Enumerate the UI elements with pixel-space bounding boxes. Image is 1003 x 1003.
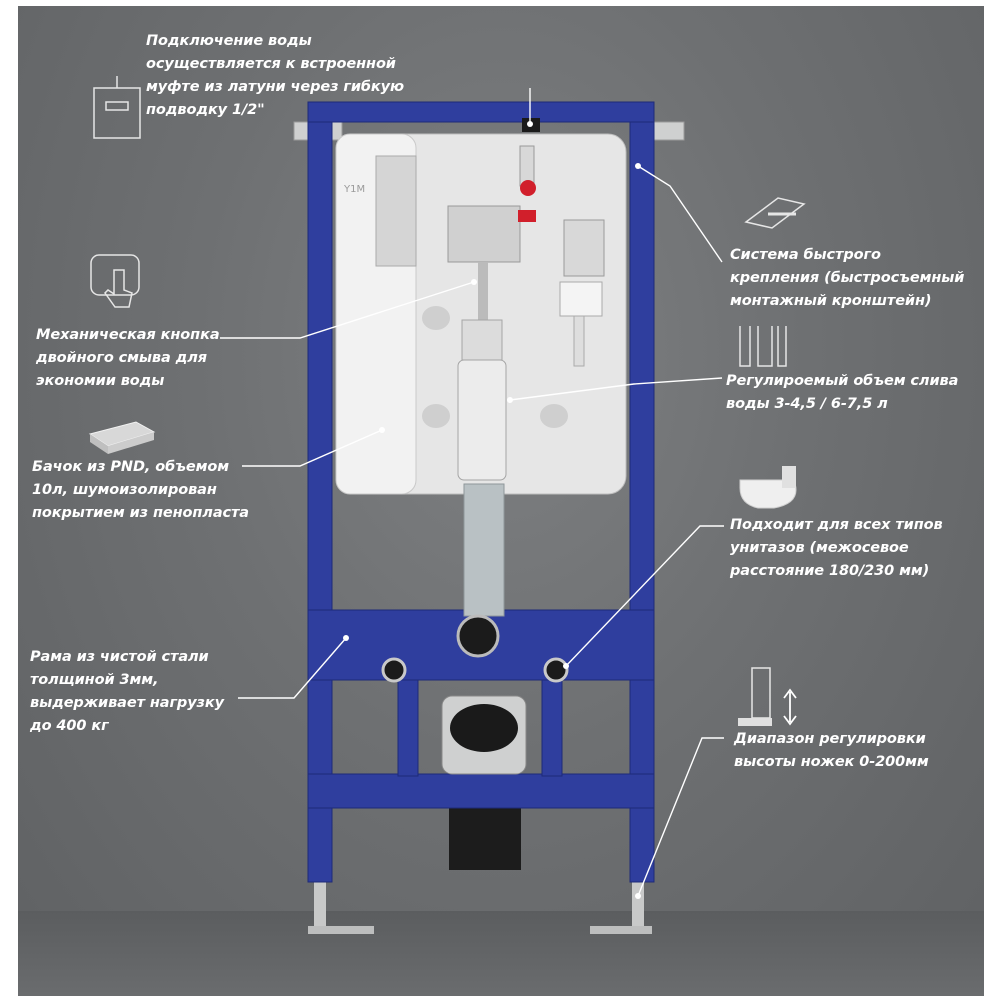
leader-flush-volume bbox=[509, 377, 723, 401]
callout-flush-volume: Регулироемый объем слива воды 3-4,5 / 6-… bbox=[726, 373, 959, 412]
flush-valve-top bbox=[461, 319, 503, 361]
left-leg-rod bbox=[314, 876, 326, 931]
height-adjust-icon bbox=[738, 667, 797, 726]
installation-frame-illustration: Y1M bbox=[293, 101, 685, 934]
red-valve bbox=[520, 180, 536, 196]
mounting-stud bbox=[381, 657, 407, 683]
left-foot-plate bbox=[308, 926, 374, 934]
callout-dual-flush: Механическая кнопка двойного смыва для э… bbox=[36, 327, 220, 389]
wall-hung-toilet-icon bbox=[739, 466, 797, 509]
leader-quick-mount bbox=[637, 165, 723, 263]
touch-button-icon bbox=[90, 254, 140, 308]
callout-legs: Диапазон регулировки высоты ножек 0-200м… bbox=[734, 731, 929, 770]
flush-rod bbox=[478, 262, 488, 322]
tank-hole bbox=[422, 306, 450, 330]
tank-hole bbox=[540, 404, 568, 428]
mounting-stud bbox=[543, 657, 569, 683]
leader-frame bbox=[238, 637, 347, 699]
right-foot-plate bbox=[590, 926, 652, 934]
flush-pipe bbox=[463, 483, 505, 617]
callout-quick-mount: Система быстрого крепления (быстросъемны… bbox=[730, 247, 965, 309]
dual-flush-mechanism bbox=[447, 205, 521, 263]
flush-valve-icon bbox=[739, 326, 787, 367]
leader-tank bbox=[242, 429, 383, 467]
drain-pipe bbox=[449, 806, 521, 870]
tank-logo: Y1M bbox=[343, 184, 365, 195]
front-access-bracket bbox=[375, 155, 417, 267]
leader-dual-flush bbox=[220, 281, 475, 339]
flush-outlet bbox=[456, 614, 500, 658]
float bbox=[559, 281, 603, 317]
callout-tank: Бачок из PND, объемом 10л, шумоизолирова… bbox=[32, 459, 249, 521]
callout-frame: Рама из чистой стали толщиной 3мм, выдер… bbox=[30, 649, 224, 734]
mounting-bracket-icon bbox=[744, 197, 806, 229]
leader-lines bbox=[220, 88, 724, 899]
leader-toilet-fit bbox=[565, 525, 724, 667]
waste-opening bbox=[450, 704, 518, 752]
red-valve-nut bbox=[518, 210, 536, 222]
callout-water-connection: Подключение воды осуществляется к встрое… bbox=[146, 33, 405, 118]
foam-sheet-icon bbox=[88, 421, 156, 454]
product-infographic: Y1M bbox=[18, 6, 984, 996]
flush-panel-icon bbox=[93, 76, 141, 139]
leader-legs bbox=[637, 737, 724, 897]
floor bbox=[18, 911, 984, 996]
flush-valve bbox=[457, 359, 507, 481]
fill-valve bbox=[563, 219, 605, 277]
tank-hole bbox=[422, 404, 450, 428]
float-stem bbox=[573, 315, 585, 367]
callout-toilet-fit: Подходит для всех типов унитазов (межосе… bbox=[730, 517, 943, 579]
